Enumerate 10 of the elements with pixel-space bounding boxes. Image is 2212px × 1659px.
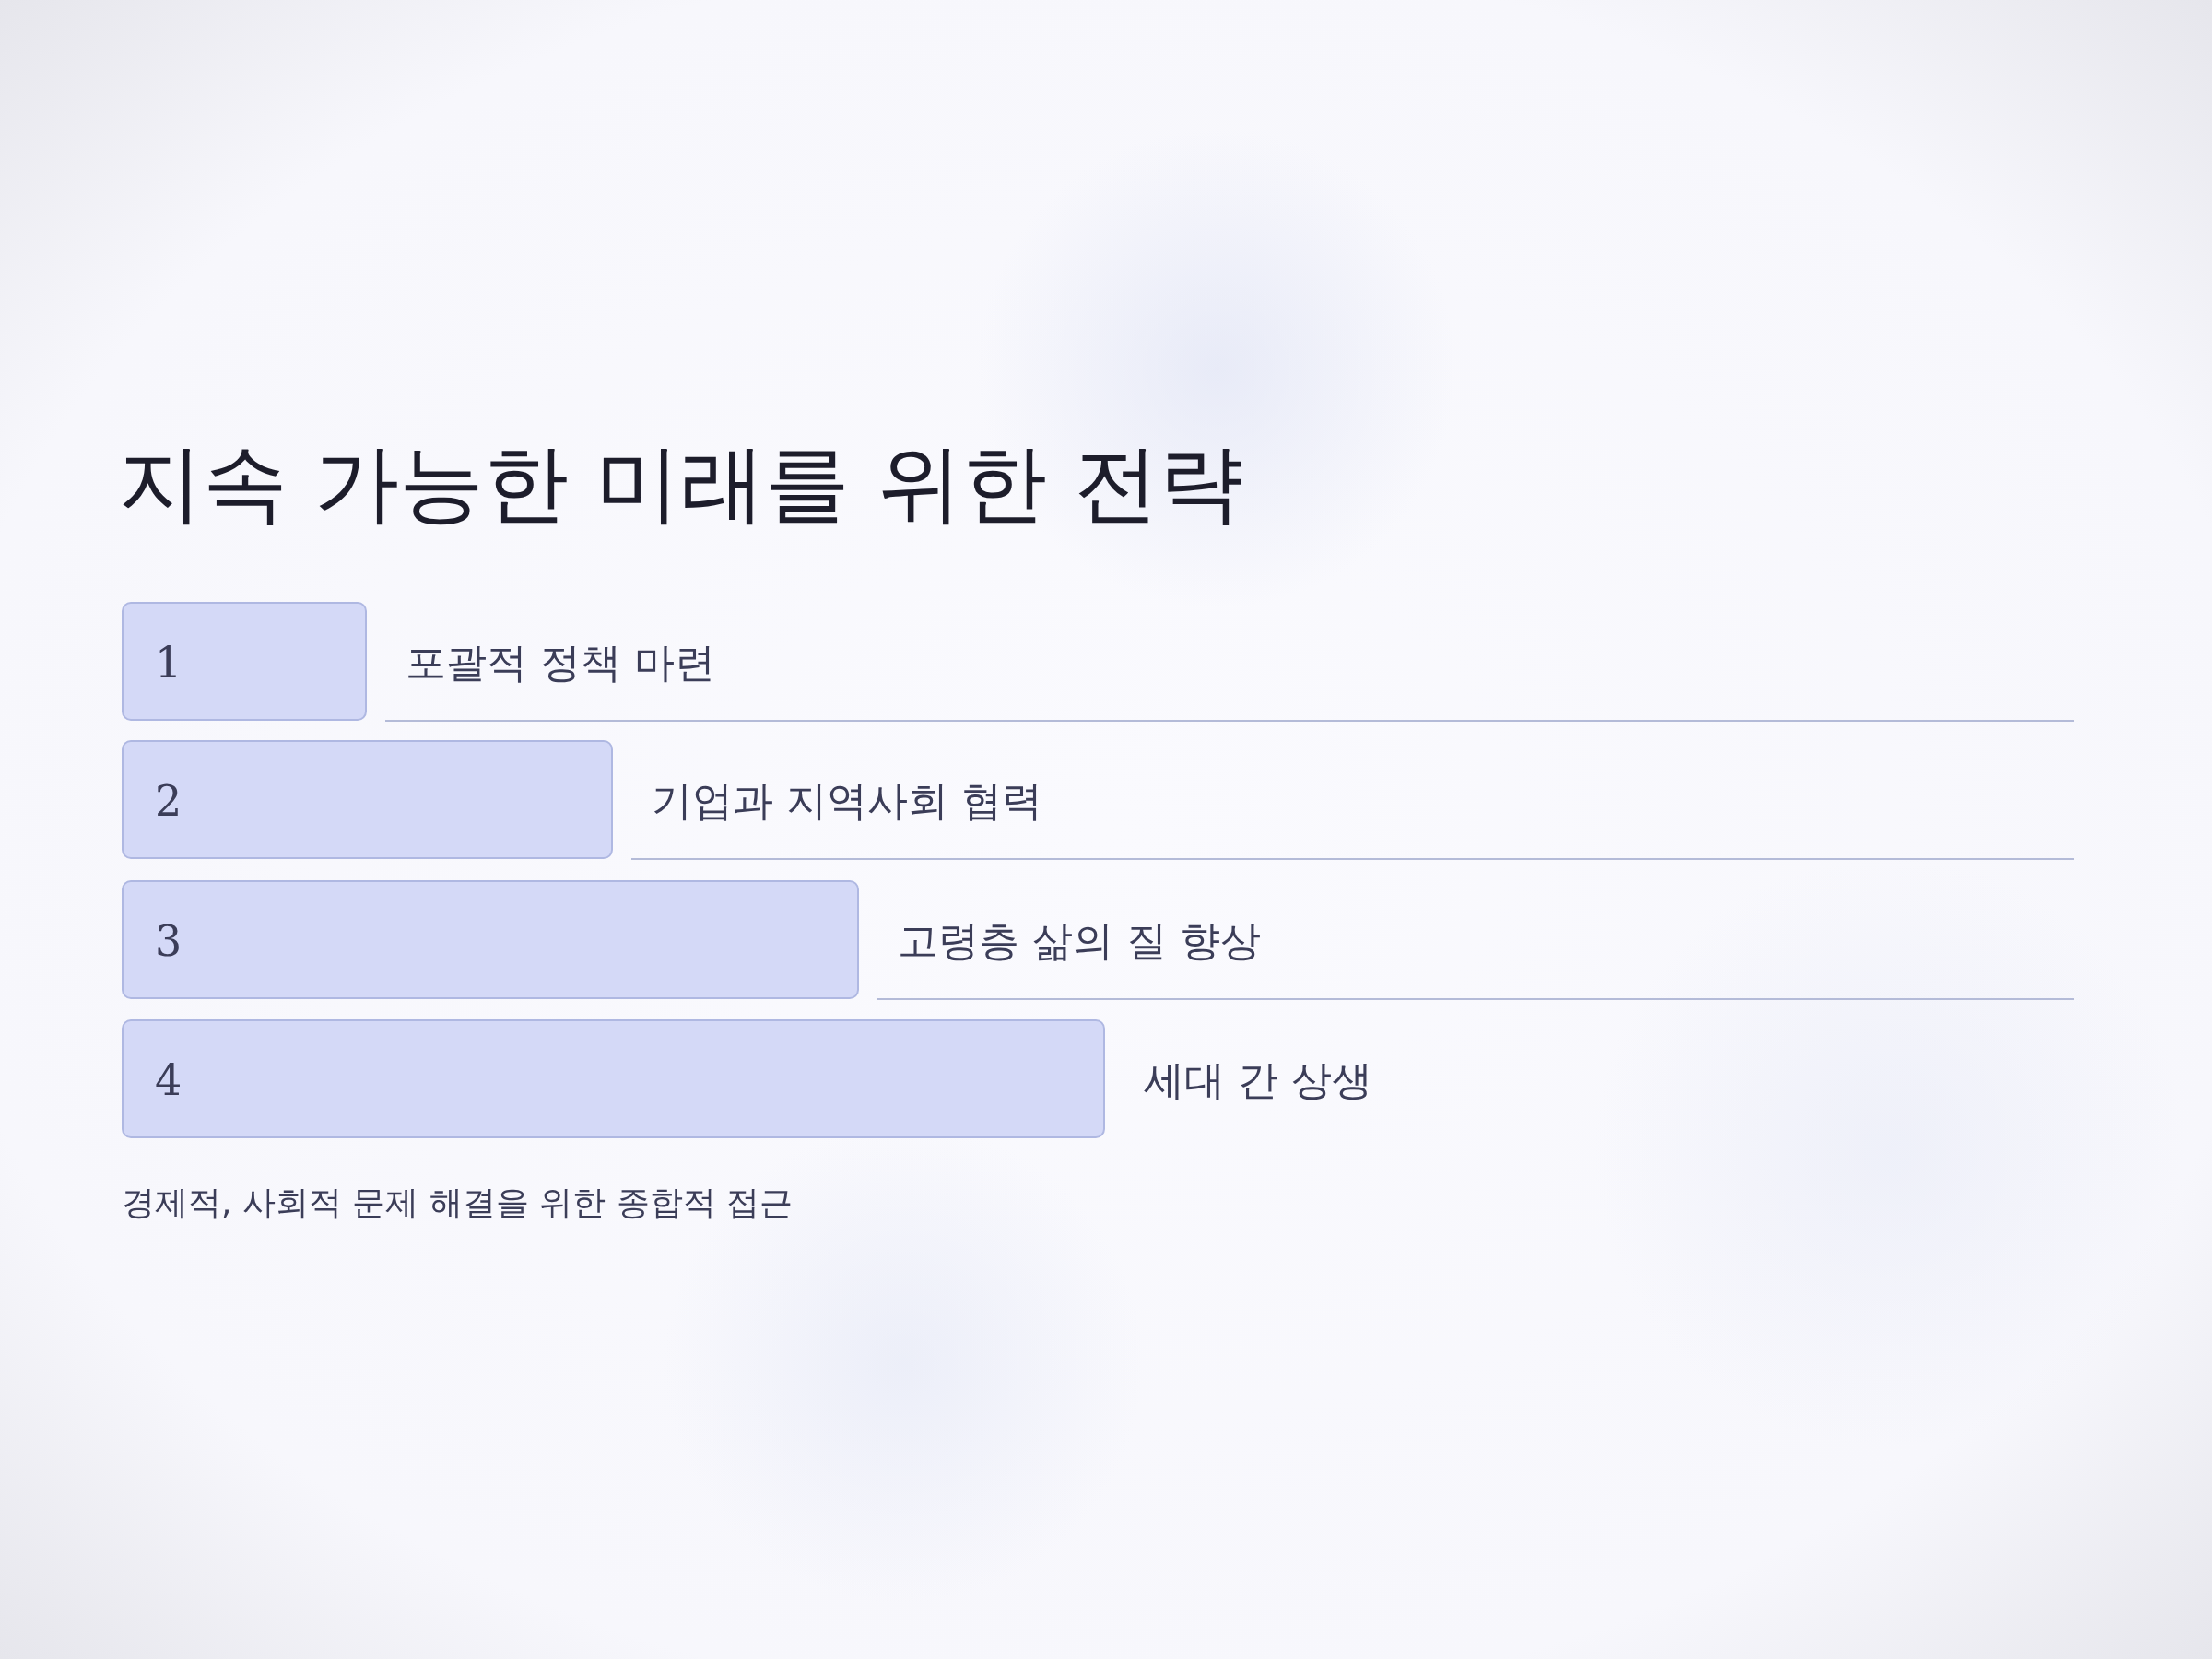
step-label: 기업과 지역사회 협력 bbox=[652, 776, 1042, 826]
step-label: 포괄적 정책 마련 bbox=[406, 638, 715, 688]
step-label: 고령층 삶의 질 향상 bbox=[898, 916, 1261, 966]
caption-text: 경제적, 사회적 문제 해결을 위한 종합적 접근 bbox=[122, 1182, 794, 1223]
step-number: 2 bbox=[155, 775, 182, 827]
step-label: 세대 간 상생 bbox=[1144, 1055, 1372, 1105]
slide-title: 지속 가능한 미래를 위한 전략 bbox=[118, 433, 1243, 535]
step-number: 3 bbox=[155, 915, 182, 967]
step-number: 4 bbox=[155, 1054, 182, 1106]
step-number: 1 bbox=[155, 637, 182, 688]
